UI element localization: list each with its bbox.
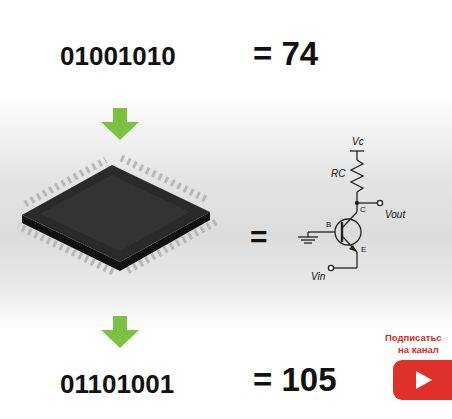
emitter-arrow (349, 245, 357, 252)
pin-label: RC (331, 168, 345, 179)
transistor-circuit (298, 151, 383, 271)
chip-highlight (40, 175, 190, 251)
pin-label: C (360, 206, 366, 215)
decimal-value: = 105 (253, 362, 337, 398)
signal-label: Vin (311, 271, 325, 282)
down-arrow (101, 316, 139, 348)
chip-pins (18, 158, 216, 272)
signal-label: Vout (385, 209, 405, 220)
equals-sign: = (250, 220, 268, 253)
resistor-symbol (351, 160, 363, 192)
subscribe-text: Подписатьс (385, 333, 442, 343)
binary-output: 01101001 (60, 370, 174, 399)
down-arrow (101, 108, 139, 140)
pin-label: Vc (352, 136, 364, 147)
play-button (393, 360, 452, 400)
binary-input: 01001010 (60, 42, 176, 71)
play-triangle (416, 371, 432, 389)
subscribe-text: на канал (398, 345, 439, 355)
chip-body (22, 165, 210, 262)
decimal-value: = 74 (253, 36, 318, 72)
pin-label: E (361, 246, 366, 255)
pin-label: B (326, 221, 331, 230)
